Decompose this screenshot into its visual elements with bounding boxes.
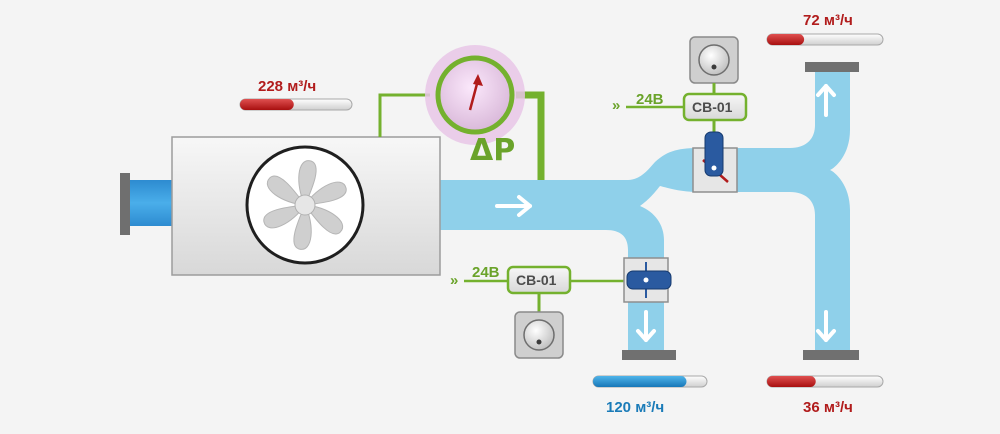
damper-icon (692, 131, 738, 193)
arrow-right-icon (495, 195, 532, 217)
pressure-sensor: ΔP (378, 45, 545, 180)
fan-flow-indicator: 228 м³/ч (239, 78, 353, 111)
flow-rate-value: 36 м³/ч (803, 399, 853, 416)
fan-icon (263, 160, 347, 250)
pressure-gauge-icon (435, 55, 515, 135)
flow-rate-value: 228 м³/ч (258, 78, 316, 95)
arrow-down-icon (816, 310, 836, 342)
voltage-label: 24B (472, 264, 500, 281)
arrow-up-icon (816, 84, 836, 117)
flow-arrows (495, 84, 836, 342)
flow-bar-fill (240, 99, 294, 110)
outlet-flange-top (805, 62, 859, 72)
lower-branch-controller: » 24B CB-01 (450, 257, 672, 359)
voltage-label: 24B (636, 91, 664, 108)
inlet-duct (128, 180, 176, 226)
damper-icon (623, 257, 672, 303)
outlet-flange-bottom-right (803, 350, 859, 360)
controller-label: CB-01 (692, 99, 733, 115)
wire-arrow-icon: » (612, 97, 620, 114)
duct-network (120, 70, 850, 352)
main-duct (440, 70, 850, 352)
controller-label: CB-01 (516, 272, 557, 288)
bottom-left-outlet-flow-indicator: 120 м³/ч (592, 375, 708, 416)
pressure-symbol: ΔP (470, 133, 515, 168)
flow-rate-value: 72 м³/ч (803, 12, 853, 29)
flow-bar-fill (767, 34, 805, 45)
fan-unit (171, 136, 441, 276)
sensor-wire (378, 93, 430, 137)
inlet-flange (120, 173, 130, 235)
bottom-right-outlet-flow-indicator: 36 м³/ч (766, 375, 884, 416)
wire-arrow-icon: » (450, 272, 458, 289)
flow-rate-value: 120 м³/ч (606, 399, 664, 416)
regulator-knob-icon (514, 311, 564, 359)
arrow-down-icon (636, 310, 656, 342)
regulator-knob-icon (689, 36, 739, 84)
outlet-flange-bottom-left (622, 350, 676, 360)
flow-bar-fill (767, 376, 816, 387)
top-outlet-flow-indicator: 72 м³/ч (766, 12, 884, 46)
flow-bar-fill (593, 376, 687, 387)
upper-branch-controller: » 24B CB-01 (612, 36, 748, 193)
